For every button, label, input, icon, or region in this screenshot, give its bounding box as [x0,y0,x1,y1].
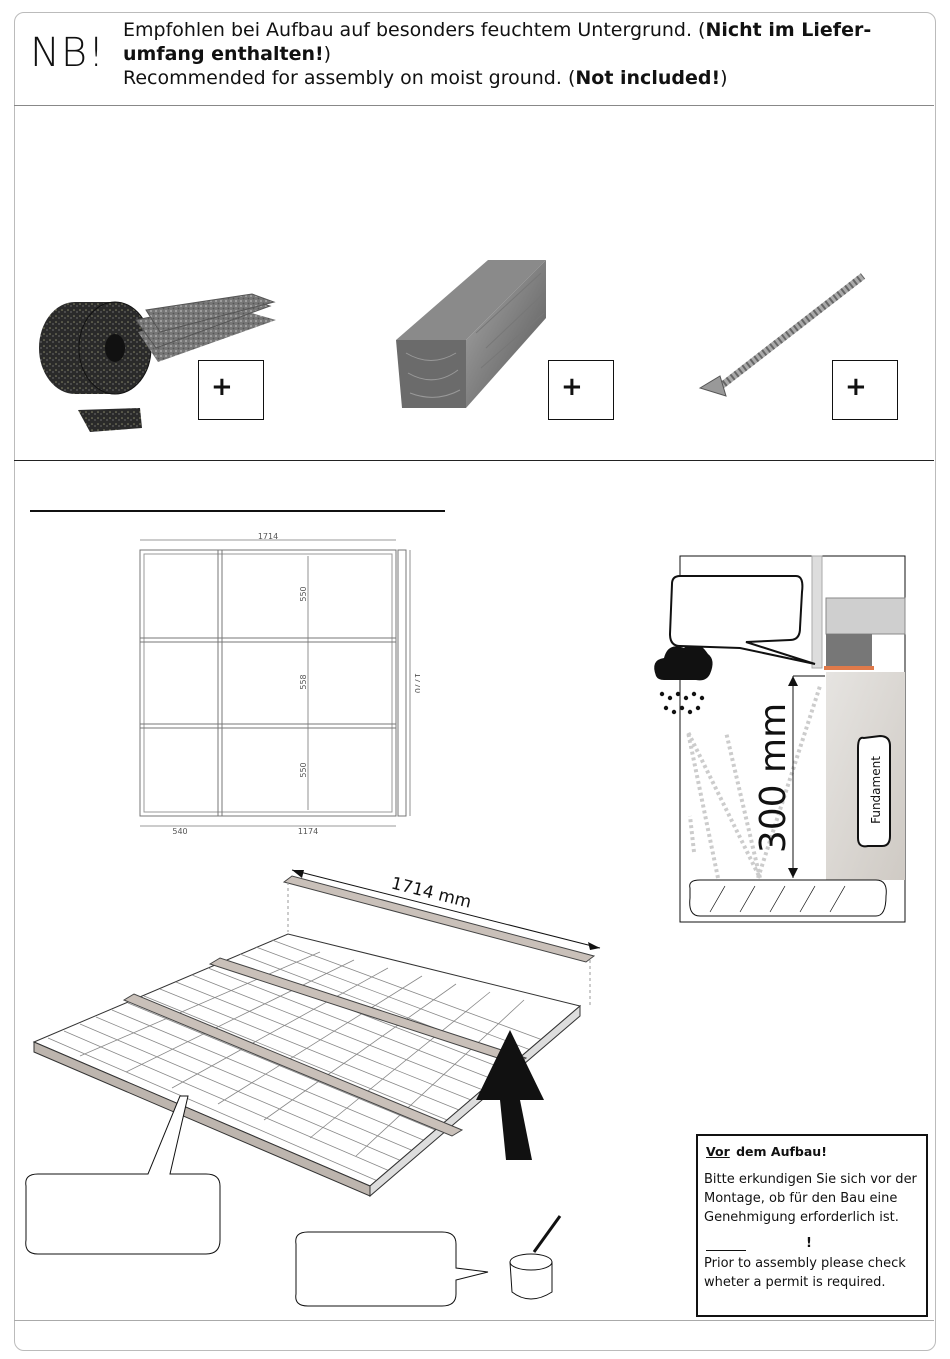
isometric-floor: 1714 mm [25,869,601,1307]
plan-row2: 558 [299,674,308,689]
page-frame [14,12,936,1351]
divider-top [14,105,934,106]
header-en-bold: Not included! [575,67,721,89]
note-en: Prior to assembly please check wheter a … [704,1256,906,1290]
note-en-mark: ! [806,1236,812,1251]
header-text: Empfohlen bei Aufbau auf besonders feuch… [123,18,913,90]
plan-width-top: 1714 [258,532,278,541]
note-title: Vor dem Aufbau! [706,1144,827,1159]
header-en: Recommended for assembly on moist ground… [123,67,728,89]
nb-label: NB! [30,30,106,76]
plan-row3: 550 [299,762,308,777]
screw-image [698,273,866,397]
note-title-underlined: Vor [706,1144,730,1159]
plan-row1: 550 [299,586,308,601]
permit-note: Vor dem Aufbau! Bitte erkundigen Sie sic… [696,1134,928,1317]
plus-box-3: + [832,360,898,420]
plan-height-right: 1770 [413,673,420,693]
plan-bottom-left: 540 [172,827,187,836]
plan-bottom-right: 1174 [298,827,318,836]
divider-bottom [14,1320,934,1321]
header-de: Empfohlen bei Aufbau auf besonders feuch… [123,19,872,65]
foundation-detail: 300 mm Fundament [654,555,906,923]
title-underline [30,510,445,512]
header-de-bold: Nicht im Liefer-umfang enthalten! [123,19,872,65]
note-de: Bitte erkundigen Sie sich vor der Montag… [704,1172,917,1225]
height-label: 300 mm [753,703,794,853]
note-en-divider [706,1250,746,1251]
foundation-label: Fundament [869,756,883,824]
plus-box-2: + [548,360,614,420]
wood-beam-image [396,260,546,408]
floor-plan: 1714 1770 550 558 550 540 1174 [139,532,420,836]
plus-box-1: + [198,360,264,420]
rubber-pads-image [39,293,276,432]
divider-middle [14,460,934,461]
